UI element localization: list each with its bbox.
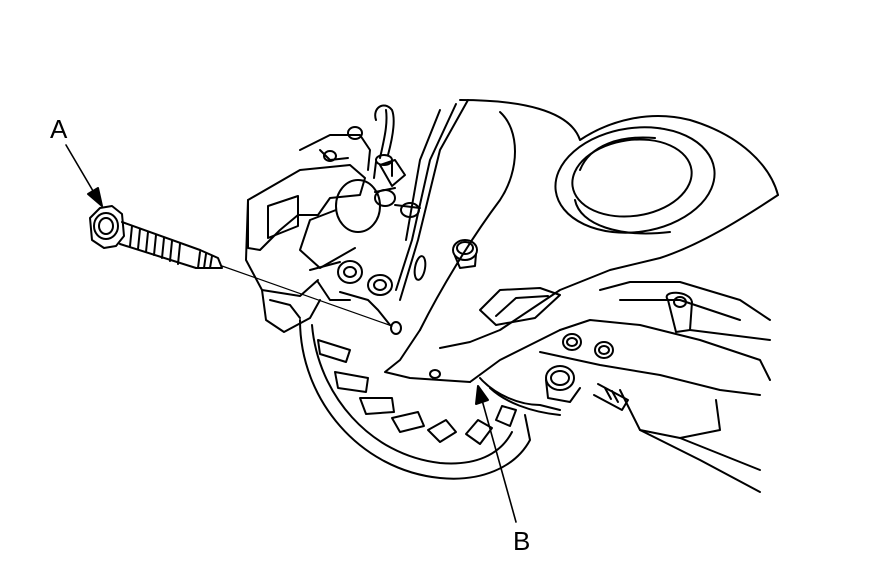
knuckle-arm [385,100,778,382]
brake-caliper [246,127,420,334]
installation-path-line [222,266,392,326]
lower-arm [480,282,770,492]
callout-arrow-a [66,145,102,206]
callout-arrow-b [476,386,516,522]
flange-bolt [90,206,222,268]
callout-label-a: A [50,114,68,144]
brake-hose [374,105,394,178]
callout-label-b: B [513,526,531,556]
brake-disc [300,320,530,479]
